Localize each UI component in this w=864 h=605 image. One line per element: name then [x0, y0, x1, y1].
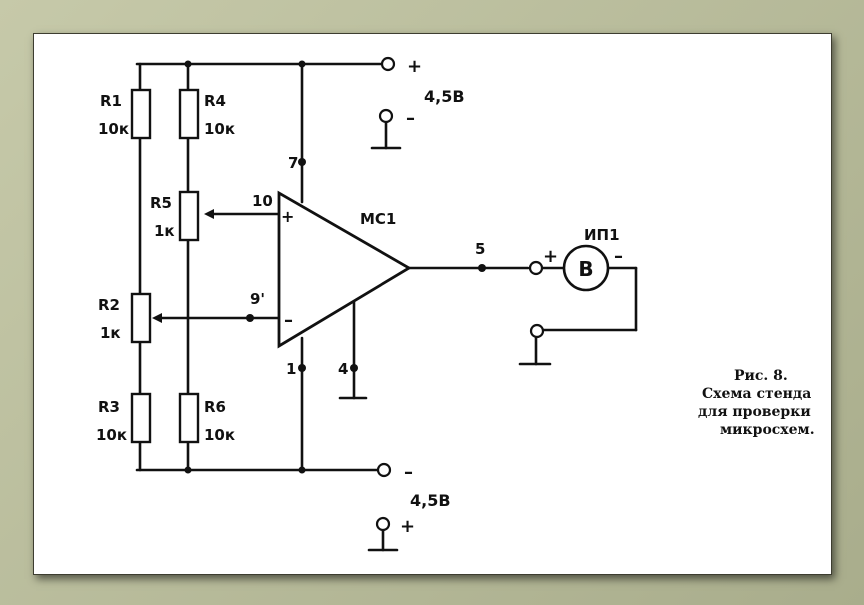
- label-meter: ИП1: [584, 226, 620, 244]
- pin-1-label: 1: [286, 360, 296, 378]
- label-r3: R3: [98, 398, 120, 416]
- label-r5-value: 1к: [154, 222, 175, 240]
- label-r4: R4: [204, 92, 226, 110]
- pin-5-label: 5: [475, 240, 485, 258]
- pin-4-label: 4: [338, 360, 348, 378]
- label-r5: R5: [150, 194, 172, 212]
- meter-minus-sign: –: [614, 246, 623, 267]
- terminal-bottom-minus: [376, 462, 392, 478]
- pin-9-label: 9': [250, 290, 265, 308]
- resistor-r6: [178, 392, 200, 444]
- top-plus-sign: +: [407, 56, 422, 77]
- resistor-r2: [130, 292, 152, 344]
- label-r2-value: 1к: [100, 324, 121, 342]
- label-r1: R1: [100, 92, 122, 110]
- label-r4-value: 10к: [204, 120, 235, 138]
- caption-line-4: микросхем.: [720, 422, 815, 438]
- label-r6-value: 10к: [204, 426, 235, 444]
- terminal-top-plus: [380, 56, 396, 72]
- terminal-meter-ground: [529, 323, 545, 339]
- top-minus-sign: –: [406, 108, 415, 129]
- top-supply-voltage: 4,5В: [424, 87, 465, 106]
- bottom-plus-sign: +: [400, 516, 415, 537]
- junction-dots: [184, 60, 486, 474]
- pin-7-label: 7: [288, 154, 298, 172]
- opamp-mc1: [277, 190, 412, 349]
- meter-plus-sign: +: [543, 246, 558, 267]
- label-r3-value: 10к: [96, 426, 127, 444]
- figure-caption: Рис. 8. Схема стенда для проверки микрос…: [698, 368, 815, 438]
- caption-line-2: Схема стенда: [702, 386, 811, 402]
- terminal-bottom-plus: [375, 516, 391, 532]
- voltmeter-symbol: В: [578, 257, 593, 281]
- caption-line-3: для проверки: [698, 404, 811, 420]
- opamp-minus-sign: –: [284, 310, 293, 331]
- paper-sheet: [33, 33, 832, 575]
- voltmeter-ip1: [562, 244, 610, 292]
- terminal-meter-plus: [528, 260, 544, 276]
- pin-10-label: 10: [252, 192, 273, 210]
- resistor-r4: [178, 88, 200, 140]
- caption-line-1: Рис. 8.: [734, 368, 788, 384]
- r5-wiper-arrow: [204, 209, 214, 219]
- resistor-r3: [130, 392, 152, 444]
- label-r1-value: 10к: [98, 120, 129, 138]
- opamp-plus-sign: +: [281, 207, 294, 226]
- label-chip: МС1: [360, 210, 396, 228]
- bottom-supply-voltage: 4,5В: [410, 491, 451, 510]
- resistor-r1: [130, 88, 152, 140]
- terminal-top-minus: [378, 108, 394, 124]
- resistor-r5: [178, 190, 200, 242]
- r2-wiper-arrow: [152, 313, 162, 323]
- label-r2: R2: [98, 296, 120, 314]
- label-r6: R6: [204, 398, 226, 416]
- bottom-minus-sign: –: [404, 462, 413, 483]
